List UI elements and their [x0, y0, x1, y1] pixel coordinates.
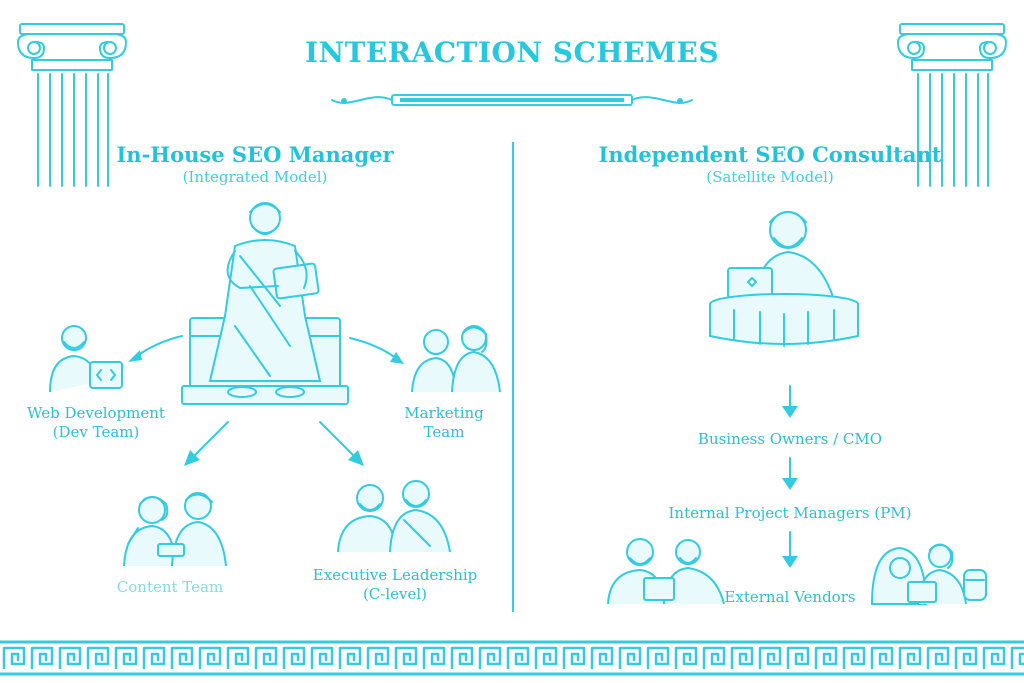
external-vendors-label: External Vendors	[724, 588, 856, 606]
marketing-label-line1: Marketing	[404, 404, 484, 422]
right-column-icon	[897, 23, 1007, 187]
business-owners-label: Business Owners / CMO	[697, 430, 883, 448]
page-title: INTERACTION SCHEMES	[304, 36, 720, 69]
web-dev-label-line2: (Dev Team)	[52, 423, 140, 441]
right-heading: Independent SEO Consultant	[598, 142, 942, 167]
executive-leadership-figure-icon	[337, 480, 451, 553]
left-column-icon	[17, 23, 127, 187]
web-dev-label-line1: Web Development	[27, 404, 165, 422]
arrow-down-1-icon	[782, 385, 798, 418]
vendor-group-right-icon	[870, 543, 987, 605]
executive-label: Executive Leadership (C-level)	[300, 566, 490, 604]
seo-consultant-statue-icon	[709, 211, 859, 347]
web-dev-figure-icon	[49, 325, 123, 393]
content-team-figure-icon	[123, 492, 227, 567]
seo-manager-statue-icon	[181, 202, 349, 405]
left-heading: In-House SEO Manager	[116, 142, 394, 167]
arrow-to-executive-icon	[319, 421, 364, 466]
web-dev-label: Web Development (Dev Team)	[16, 404, 176, 442]
project-managers-label: Internal Project Managers (PM)	[668, 504, 912, 522]
arrow-down-2-icon	[782, 457, 798, 490]
title-ornament-icon	[331, 94, 693, 106]
arrow-to-content-icon	[184, 421, 229, 466]
marketing-team-figure-icon	[411, 325, 501, 393]
marketing-label: Marketing Team	[384, 404, 504, 442]
right-subheading: (Satellite Model)	[706, 168, 834, 186]
greek-key-border-icon	[0, 640, 1024, 676]
vendor-group-left-icon	[607, 538, 725, 605]
executive-label-line1: Executive Leadership	[312, 566, 478, 584]
arrow-to-marketing-icon	[349, 337, 404, 364]
arrow-to-web-dev-icon	[128, 335, 183, 362]
left-subheading: (Integrated Model)	[182, 168, 328, 186]
content-team-label: Content Team	[116, 578, 224, 596]
column-divider	[512, 142, 514, 612]
executive-label-line2: (C-level)	[362, 585, 428, 603]
marketing-label-line2: Team	[423, 423, 465, 441]
arrow-down-3-icon	[782, 531, 798, 568]
